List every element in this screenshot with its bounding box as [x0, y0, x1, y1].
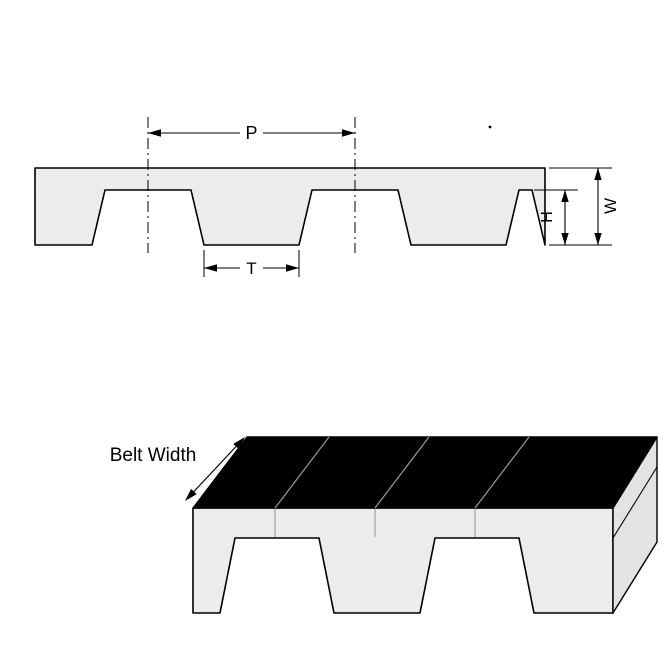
- dimension-pitch: P: [148, 123, 355, 143]
- belt-width-arrow-line: [193, 446, 237, 492]
- dimension-tooth-width: T: [203, 250, 300, 278]
- tooth-width-arrowhead-right: [286, 264, 299, 272]
- belt-thickness-arrowhead-bottom: [594, 233, 602, 245]
- dimension-belt-thickness: W: [549, 167, 620, 245]
- belt-top-face: [192, 436, 658, 509]
- speck-dot: [488, 125, 492, 129]
- end-face-profile-line: [612, 466, 658, 539]
- pitch-arrowhead-right: [342, 129, 355, 137]
- belt-width-arrowhead-top: [233, 437, 245, 450]
- perspective-view: Belt Width: [110, 436, 658, 614]
- belt-width-arrow: [185, 437, 245, 501]
- belt-thickness-arrowhead-top: [594, 168, 602, 180]
- dimension-tooth-height: H: [534, 189, 578, 245]
- belt-thickness-label: W: [601, 198, 620, 214]
- tooth-height-arrowhead-bottom: [561, 233, 569, 245]
- belt-width-arrowhead-bottom: [185, 488, 197, 501]
- top-face-seam-line-3: [474, 436, 530, 509]
- tooth-height-arrowhead-top: [561, 190, 569, 202]
- top-face-seam-line-2: [374, 436, 430, 509]
- tooth-width-arrowhead-left: [204, 264, 217, 272]
- pitch-label: P: [245, 123, 257, 143]
- tooth-width-label: T: [246, 259, 256, 278]
- belt-front-face: [192, 507, 614, 614]
- belt-cross-section: [34, 167, 546, 246]
- pitch-arrowhead-left: [148, 129, 161, 137]
- top-face-seam-line-1: [274, 436, 330, 509]
- profile-view: P T H W: [34, 117, 620, 278]
- tooth-height-label: H: [539, 211, 556, 223]
- belt-width-label: Belt Width: [110, 445, 197, 466]
